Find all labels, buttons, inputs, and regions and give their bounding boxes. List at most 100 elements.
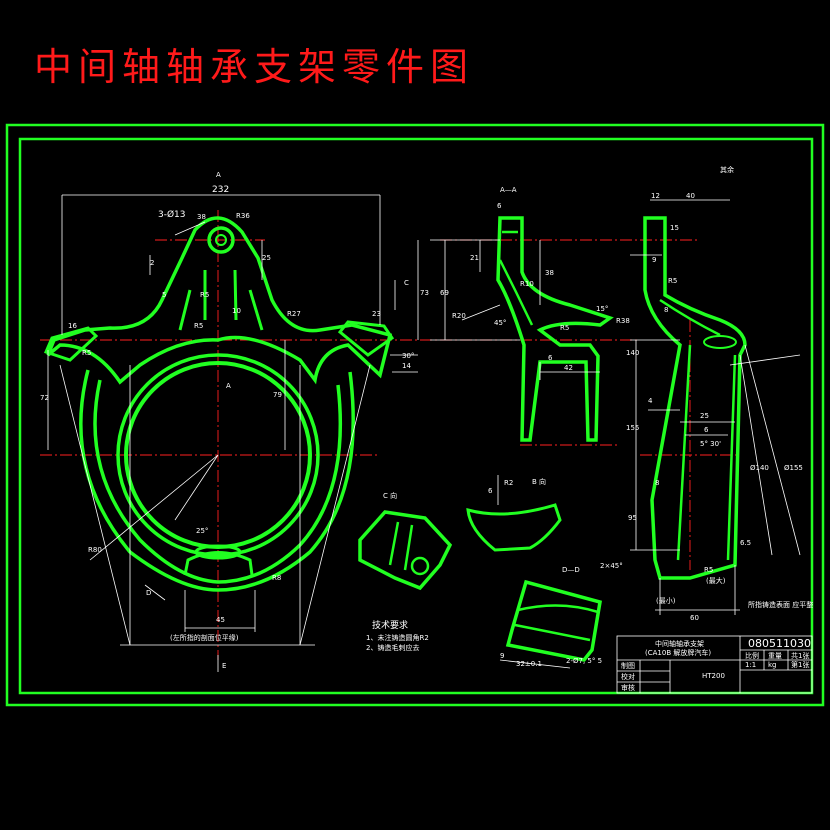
side-dim-o155: Ø155: [784, 464, 803, 472]
aa-dim-21: 21: [470, 254, 479, 262]
aa-dim-6b: 6: [548, 354, 553, 362]
side-note-small: (最小): [656, 596, 676, 605]
side-dim-angle: 5° 30': [700, 440, 721, 448]
page-title: 中间轴轴承支架零件图: [34, 45, 475, 89]
side-dim-9: 9: [652, 256, 656, 264]
dim-r80: R80: [88, 546, 102, 554]
label-a-center: A: [226, 382, 231, 390]
tech-item-2: 2、铸造毛刺应去: [366, 643, 419, 652]
roughness-note: 其余: [720, 165, 734, 174]
b-view-label: B 向: [532, 477, 546, 486]
inner-border: [18, 137, 814, 695]
side-dim-60: 60: [690, 614, 699, 622]
dim-16: 16: [68, 322, 77, 330]
aa-dim-69: 69: [440, 289, 449, 297]
tb-row-1: 校对: [621, 672, 635, 681]
side-dim-15: 15: [670, 224, 679, 232]
side-dim-r5: R5: [668, 277, 677, 285]
section-aa-label: A—A: [500, 186, 517, 194]
aa-dim-42: 42: [564, 364, 573, 372]
technical-requirements: 技术要求 1、未注铸造圆角R2 2、铸造毛刺应去: [366, 619, 429, 652]
d-view-d32: 32±0.1: [516, 660, 542, 668]
title-block: 中间轴轴承支架 (CA10B 解放牌汽车) 080511030 比例 重量 共1…: [616, 635, 813, 694]
tb-value-0: 1:1: [745, 661, 756, 669]
tb-header-1: 重量: [768, 652, 782, 660]
side-dim-6: 6: [704, 426, 709, 434]
tb-part-sub: (CA10B 解放牌汽车): [645, 648, 711, 657]
dim-angle25: 25°: [196, 527, 208, 535]
aa-dim-6: 6: [497, 202, 502, 210]
detail-views: C 向 B 向 D—D R2 6 9 32±0.1 2-Ø7, 5° 5: [358, 475, 602, 669]
d-view-label: D—D: [562, 566, 580, 574]
dim-45: 45: [216, 616, 225, 624]
base-note: (左所指的剖面位平缘): [170, 633, 239, 642]
dim-79: 79: [273, 391, 282, 399]
outer-border: [5, 123, 825, 707]
tb-row-2: 审核: [621, 683, 635, 692]
tb-header-2: 共1张: [791, 651, 809, 660]
tb-material: HT200: [702, 672, 725, 680]
label-e: E: [222, 662, 226, 670]
label-d: D: [146, 589, 151, 597]
side-note: 所指铸造表面 应平整: [748, 600, 813, 609]
dim-25: 25: [262, 254, 271, 262]
dim-r27: R27: [287, 310, 301, 318]
aa-dim-38: 38: [545, 269, 554, 277]
side-dim-95: 95: [628, 514, 637, 522]
side-note-max: (最大): [706, 576, 726, 585]
side-dim-n8: 8: [655, 479, 659, 487]
dim-holes: 3-Ø13: [158, 209, 186, 220]
dim-72: 72: [40, 394, 49, 402]
side-dim-140: 140: [626, 349, 639, 357]
side-dim-25: 25: [700, 412, 709, 420]
aa-dim-45: 45°: [494, 319, 506, 327]
d-view-chamfer: 2-Ø7, 5° 5: [566, 657, 602, 665]
tb-value-2: 第1张: [791, 660, 809, 669]
c-view-label: C 向: [383, 491, 397, 500]
side-dim-c2: 2×45°: [600, 562, 623, 570]
dim-overall-width: 232: [212, 185, 229, 195]
b-view-d6: 6: [488, 487, 493, 495]
dim-23: 23: [372, 310, 381, 318]
dim-5: 5: [162, 291, 166, 299]
dim-r5a: R5: [200, 291, 209, 299]
front-view-labels: A 232 3-Ø13 38 R36 2 25 73 5 R5 10 R5 R2…: [40, 171, 429, 670]
aa-dim-r20: R20: [452, 312, 466, 320]
aa-dim-r5: R5: [560, 324, 569, 332]
tb-part-name: 中间轴轴承支架: [655, 639, 704, 648]
dim-r36: R36: [236, 212, 250, 220]
side-dim-o140: Ø140: [750, 464, 769, 472]
tb-header-0: 比例: [745, 651, 759, 660]
tech-heading: 技术要求: [372, 619, 408, 631]
side-dim-12: 12: [651, 192, 660, 200]
dim-38: 38: [197, 213, 206, 221]
tb-row-0: 制图: [621, 661, 635, 670]
d-view-d9: 9: [500, 652, 504, 660]
dim-73: 73: [420, 289, 429, 297]
side-dim-4: 4: [648, 397, 653, 405]
dim-10: 10: [232, 307, 241, 315]
aa-dim-r38: R38: [616, 317, 630, 325]
side-dim-40: 40: [686, 192, 695, 200]
dim-r8: R8: [272, 574, 281, 582]
side-dim-r5b: R5: [704, 566, 713, 574]
aa-dim-15: 15°: [596, 305, 608, 313]
dim-r5c: R5: [82, 349, 91, 357]
dim-14: 14: [402, 362, 411, 370]
label-c: C: [404, 279, 409, 287]
dim-angle30: 30°: [402, 352, 414, 360]
side-dim-155: 155: [626, 424, 639, 432]
dim-r5b: R5: [194, 322, 203, 330]
section-aa-view: A—A 6 21 38 69 R10 R20 45° R38 15° R5 42…: [430, 186, 640, 446]
dim-2: 2: [150, 259, 154, 267]
b-view-r2: R2: [504, 479, 513, 487]
tb-drawing-no: 080511030: [748, 637, 811, 650]
side-view: 其余 12 40 15 9 R5 8 140 155 4 25 6 5° 30'…: [600, 165, 813, 622]
label-a: A: [216, 171, 221, 179]
side-dim-8: 8: [664, 306, 668, 314]
tb-value-1: kg: [768, 661, 777, 669]
front-view: [40, 194, 440, 672]
side-dim-n6: 6.5: [740, 539, 751, 547]
tech-item-1: 1、未注铸造圆角R2: [366, 633, 429, 642]
